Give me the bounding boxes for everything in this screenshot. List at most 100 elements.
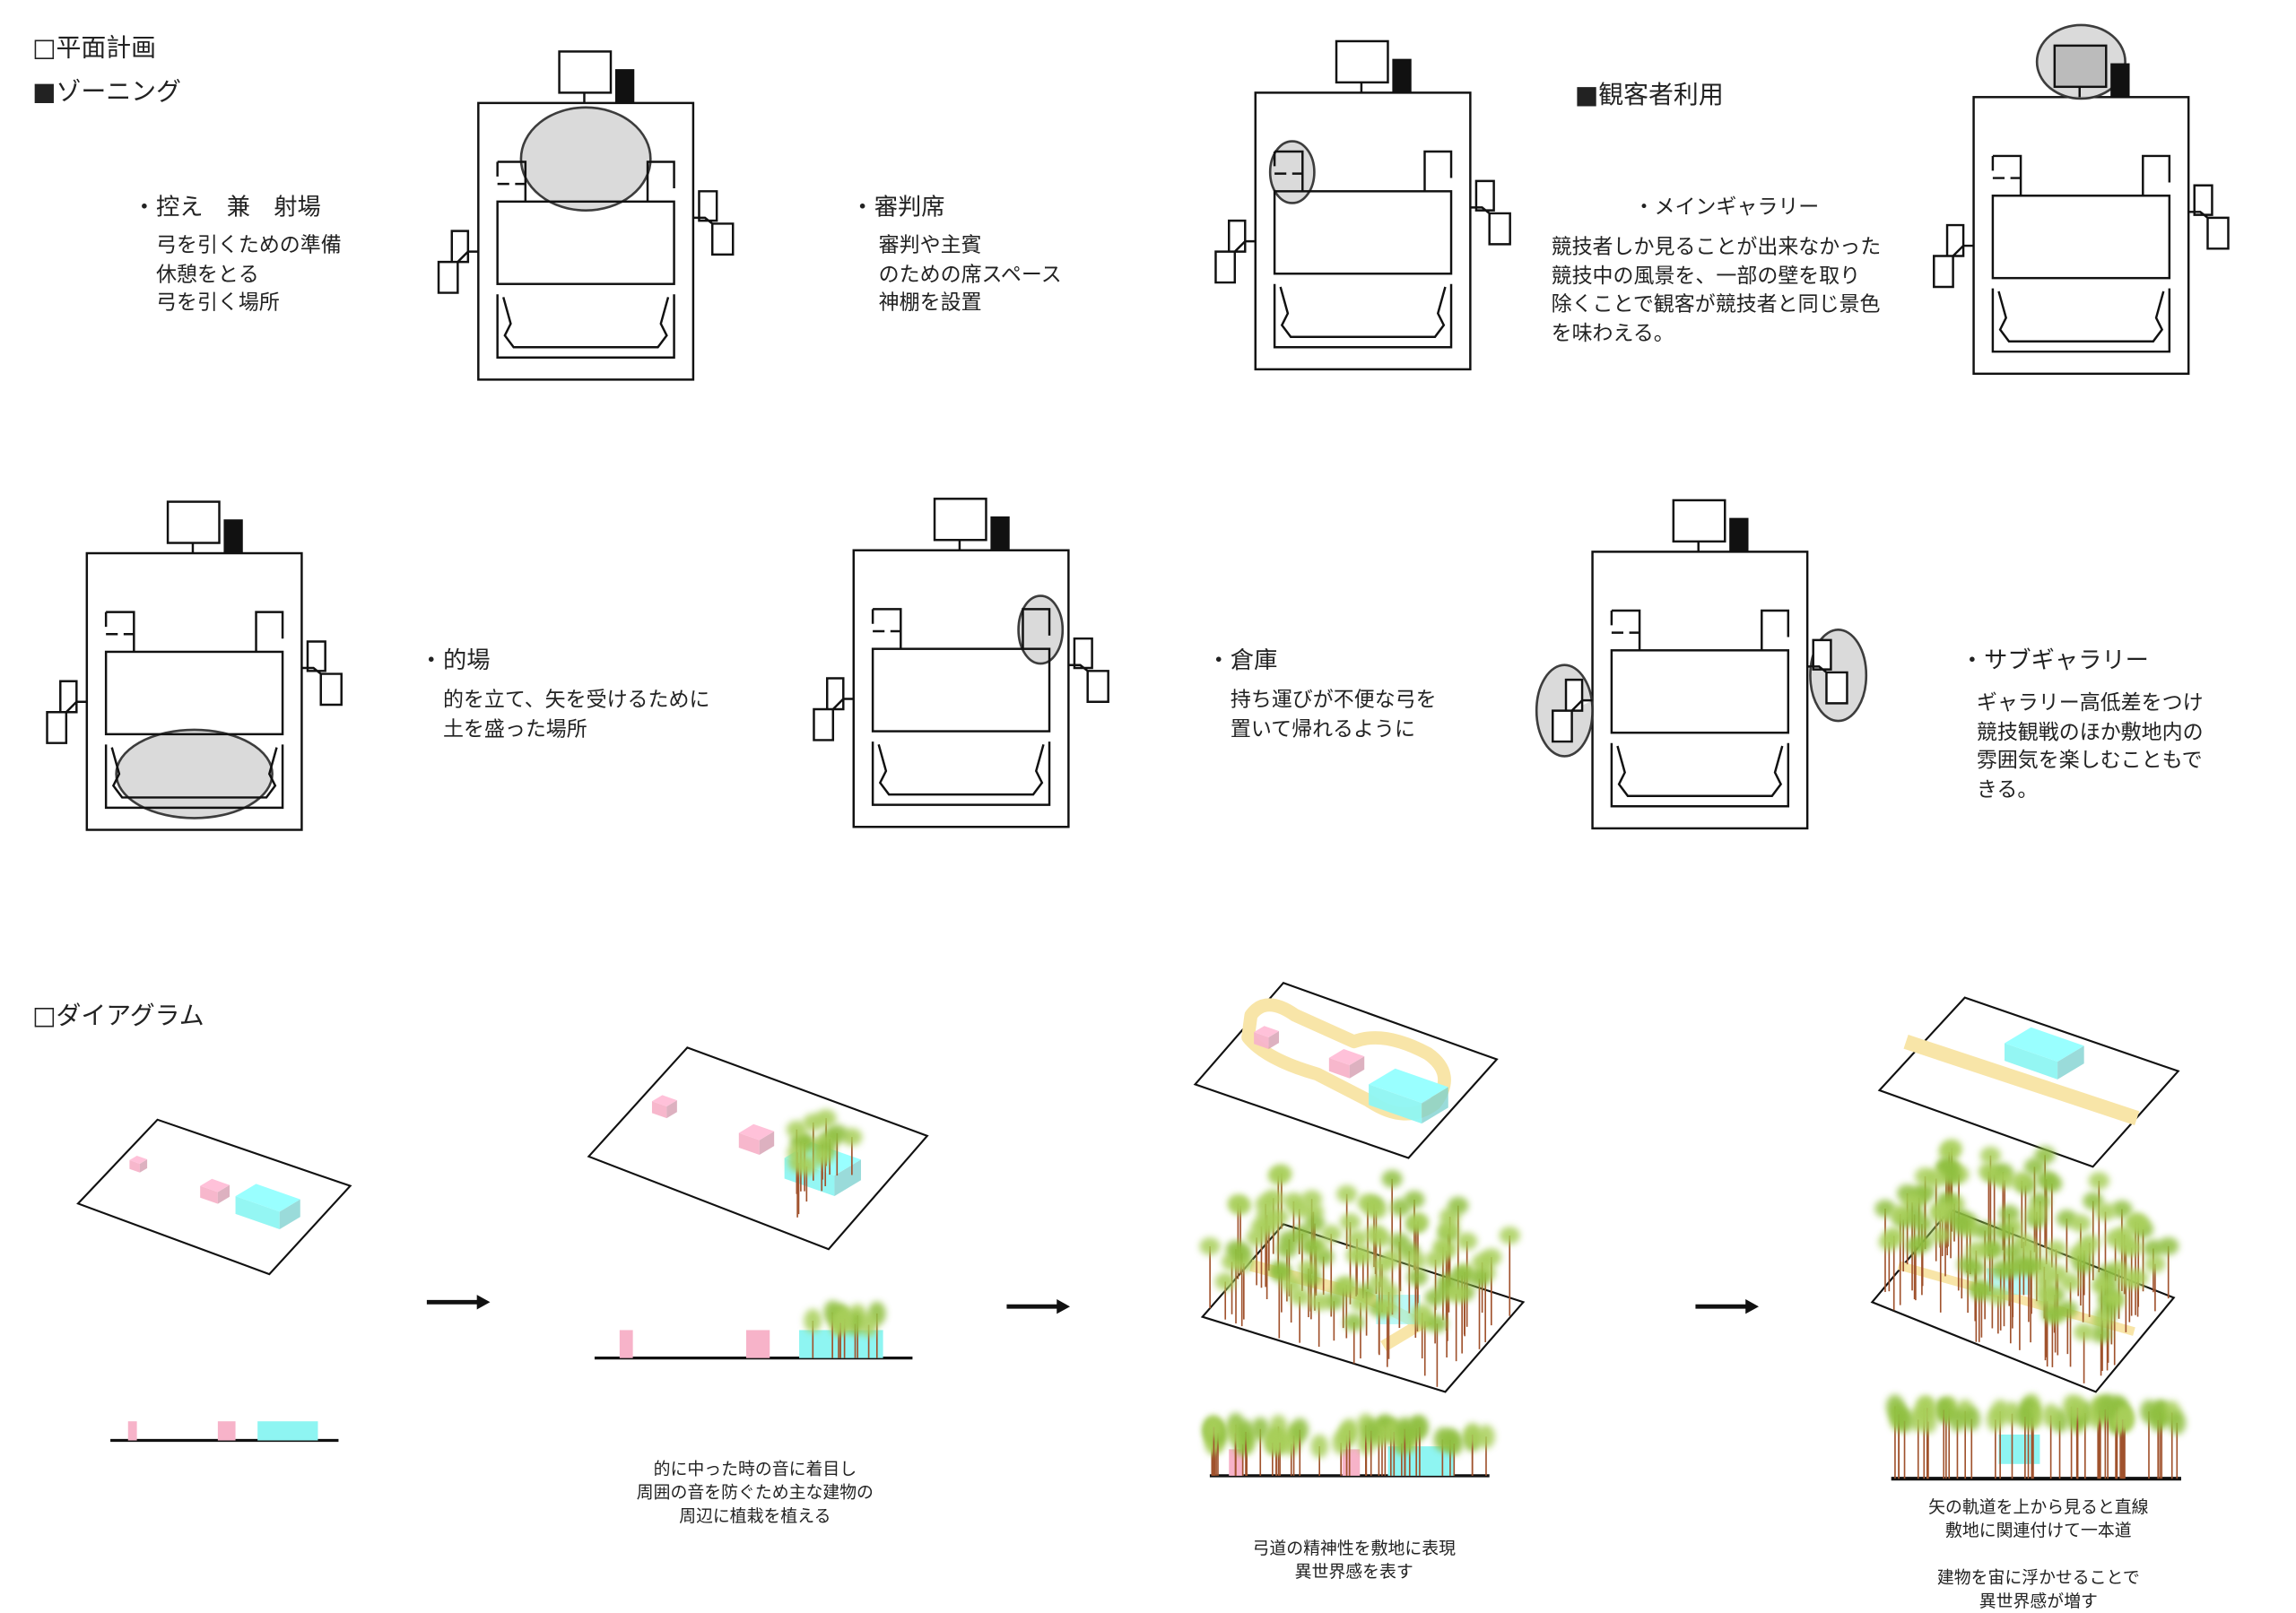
tree-canopy bbox=[1448, 1196, 1469, 1215]
tree-canopy bbox=[2168, 1410, 2187, 1435]
shooting-hall bbox=[1610, 649, 1790, 734]
caption-line: 周辺に植栽を植える bbox=[679, 1505, 831, 1526]
tree-canopy bbox=[2035, 1270, 2056, 1289]
tree-canopy bbox=[1948, 1408, 1967, 1432]
plan-group bbox=[813, 498, 1109, 828]
tree-canopy bbox=[2045, 1240, 2066, 1259]
box-top bbox=[2005, 1027, 2084, 1062]
box-side bbox=[217, 1184, 230, 1204]
tree-canopy bbox=[2118, 1270, 2140, 1289]
tree-canopy bbox=[1291, 1418, 1309, 1442]
desc-line: 的を立て、矢を受けるために bbox=[442, 688, 710, 713]
tree-canopy bbox=[787, 1143, 808, 1162]
box-front bbox=[129, 1159, 140, 1173]
box-front bbox=[200, 1185, 218, 1204]
box-front bbox=[1328, 1057, 1350, 1079]
section-title-plan: □平面計画 bbox=[32, 33, 157, 64]
section-title-diagram: □ダイアグラム bbox=[32, 1002, 204, 1032]
left-room-dashed bbox=[496, 160, 527, 202]
desc-line: 休憩をとる bbox=[155, 262, 259, 287]
tree-canopy bbox=[2113, 1407, 2132, 1432]
entrance-box bbox=[1672, 499, 1726, 543]
caption-line: 弓道の精神性を敷地に表現 bbox=[1252, 1537, 1456, 1558]
tree-canopy bbox=[1289, 1288, 1310, 1305]
tree-canopy bbox=[859, 1313, 878, 1337]
desc-line: 除くことで観客が競技者と同じ景色 bbox=[1551, 292, 1881, 317]
target-mound bbox=[104, 744, 284, 810]
shooting-hall bbox=[496, 200, 675, 285]
main-hall bbox=[235, 1184, 300, 1230]
tree-canopy bbox=[1451, 1266, 1473, 1285]
caption-line: 的に中った時の音に着目し bbox=[653, 1458, 857, 1479]
tree-canopy bbox=[1883, 1227, 1905, 1245]
box-front bbox=[2005, 1043, 2058, 1080]
shooting-hall bbox=[1273, 190, 1453, 275]
tree-canopy bbox=[1979, 1146, 2001, 1165]
section-cyan-1 bbox=[257, 1421, 318, 1441]
left-room-dashed bbox=[1610, 609, 1641, 651]
zone-desc-target-area: 的を立て、矢を受けるために 土を盛った場所 bbox=[443, 687, 710, 744]
box-front bbox=[1369, 1084, 1422, 1124]
floor-plan-target-area bbox=[43, 500, 367, 855]
tree-canopy bbox=[1361, 1418, 1380, 1443]
tree-canopy bbox=[1227, 1194, 1248, 1212]
desc-line: を味わえる。 bbox=[1551, 321, 1674, 345]
tree-canopy bbox=[2023, 1158, 2045, 1176]
tree-canopy bbox=[1969, 1279, 1990, 1297]
tree-canopy bbox=[1436, 1241, 1457, 1260]
tree-canopy bbox=[1300, 1236, 1321, 1255]
box-side bbox=[666, 1100, 677, 1119]
floor-plan-drawing bbox=[46, 500, 343, 831]
entrance-box bbox=[166, 500, 221, 544]
approach-path-loop bbox=[1241, 998, 1451, 1121]
tree-canopy bbox=[1407, 1212, 1429, 1231]
tree-canopy bbox=[1271, 1430, 1289, 1454]
plan-group bbox=[437, 50, 735, 381]
desc-line: 雰囲気を楽しむこともで bbox=[1976, 749, 2203, 773]
tree-canopy bbox=[804, 1308, 822, 1333]
desc-line: 競技観戦のほか敷地内の bbox=[1976, 720, 2204, 744]
tree-canopy bbox=[1231, 1244, 1253, 1262]
caption-spirituality: 弓道の精神性を敷地に表現 異世界感を表す bbox=[1252, 1536, 1455, 1583]
zone-desc-storage: 持ち運びが不便な弓を 置いて帰れるように bbox=[1231, 687, 1437, 744]
section-pink-1 bbox=[127, 1421, 137, 1441]
target-mound bbox=[871, 741, 1051, 806]
section-trees-2 bbox=[804, 1300, 886, 1358]
arrow-head bbox=[1057, 1299, 1071, 1314]
floor-plan-drawing bbox=[1535, 499, 1868, 830]
outer-wall bbox=[1254, 91, 1472, 371]
tree-canopy bbox=[2079, 1234, 2100, 1253]
tree-canopy bbox=[1445, 1431, 1464, 1456]
box-front bbox=[235, 1196, 280, 1230]
tree-canopy bbox=[2111, 1200, 2133, 1218]
tree-canopy bbox=[1257, 1206, 1278, 1224]
tree-canopy bbox=[1981, 1240, 2003, 1258]
box-side bbox=[1268, 1031, 1280, 1050]
tree-canopy bbox=[1974, 1221, 1996, 1240]
tree-canopy bbox=[1370, 1229, 1391, 1247]
tree-canopy bbox=[1926, 1169, 1947, 1188]
box-side bbox=[2057, 1045, 2084, 1080]
zone-label-storage: ・倉庫 bbox=[1206, 646, 1278, 674]
black-block bbox=[1729, 517, 1749, 552]
tree-canopy bbox=[1994, 1222, 2015, 1241]
desc-line: 競技者しか見ることが出来なかった bbox=[1551, 235, 1882, 259]
entrance-box bbox=[1335, 39, 1389, 84]
floor-plan-drawing bbox=[1933, 23, 2230, 376]
section-trees-3 bbox=[1203, 1412, 1495, 1476]
tree-canopy bbox=[1251, 1417, 1270, 1441]
shooting-hall bbox=[1991, 195, 2171, 280]
box-front bbox=[651, 1101, 667, 1119]
box-top bbox=[1369, 1068, 1448, 1104]
tree-canopy bbox=[1951, 1216, 1972, 1235]
tree-canopy bbox=[1411, 1415, 1429, 1439]
plan-group bbox=[1214, 39, 1511, 371]
tree-canopy bbox=[2096, 1397, 2115, 1421]
tree-canopy bbox=[1309, 1293, 1330, 1311]
desc-line: ギャラリー高低差をつけ bbox=[1976, 691, 2204, 715]
tree-canopy bbox=[1426, 1314, 1448, 1333]
target-mound bbox=[496, 294, 675, 359]
caption-line: 矢の軌道を上から見ると直線 bbox=[1928, 1496, 2149, 1517]
tree-canopy bbox=[1340, 1213, 1361, 1231]
